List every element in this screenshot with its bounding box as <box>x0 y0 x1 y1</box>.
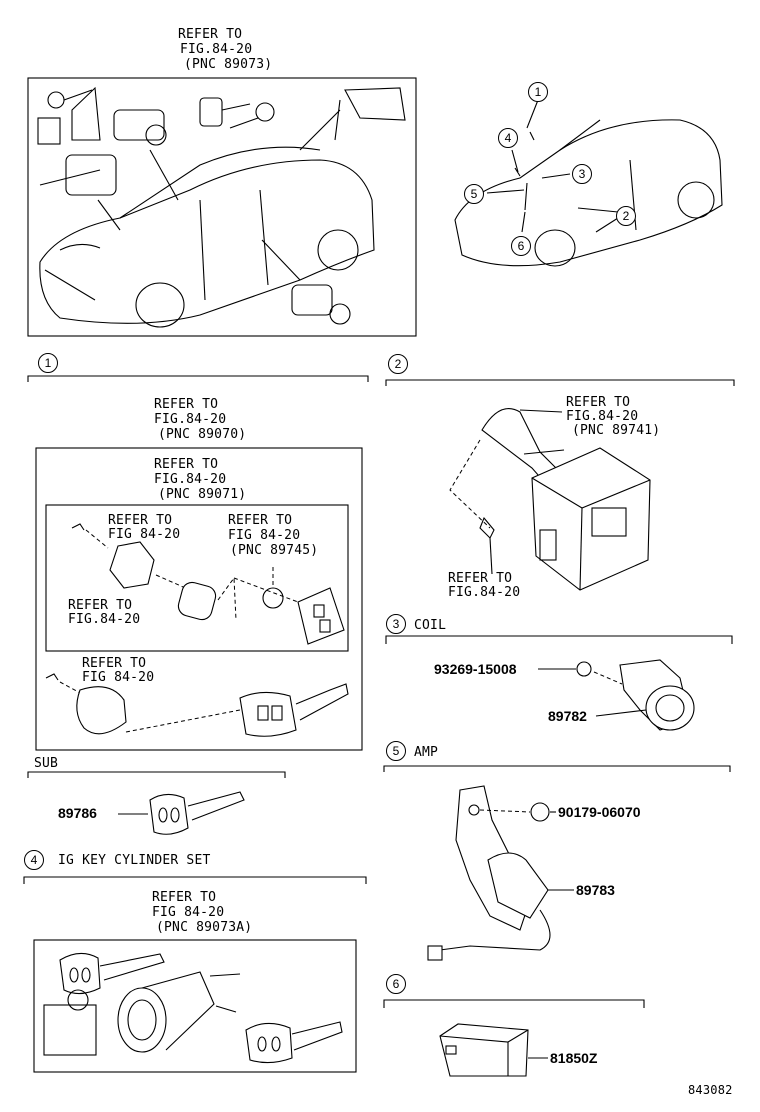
leader-2 <box>595 217 619 233</box>
callout-4[interactable]: 4 <box>498 128 518 148</box>
section5-parts <box>427 785 574 961</box>
section4-rule <box>23 876 367 884</box>
sub-rule <box>27 771 286 778</box>
section1-ref-b-3: (PNC 89745) <box>230 543 319 558</box>
section6-rule <box>383 999 645 1008</box>
section1-outer-box <box>35 447 363 751</box>
overview-car-illustration <box>39 146 375 328</box>
section1-outer-refer-2: FIG.84-20 <box>154 412 227 427</box>
section2-number: 2 <box>388 354 408 374</box>
section1-outer-refer-1: REFER TO <box>154 397 219 412</box>
section4-refer-1: REFER TO <box>152 890 217 905</box>
section3-part-93269-15008[interactable]: 93269-15008 <box>434 661 517 677</box>
overview-lock-parts <box>37 86 406 325</box>
sub-part-89786[interactable]: 89786 <box>58 805 97 821</box>
section1-ref-b-1: REFER TO <box>228 513 293 528</box>
section5-part-90179-06070[interactable]: 90179-06070 <box>558 804 641 820</box>
section1-inner-refer-2: FIG.84-20 <box>154 472 227 487</box>
section5-number: 5 <box>386 741 406 761</box>
section1-number: 1 <box>38 353 58 373</box>
section1-rule <box>27 375 369 382</box>
section1-ref-c-2: FIG.84-20 <box>68 612 141 627</box>
section1-inner-refer-1: REFER TO <box>154 457 219 472</box>
section2-rule <box>385 379 735 386</box>
callout-5[interactable]: 5 <box>464 184 484 204</box>
section3-number: 3 <box>386 614 406 634</box>
section3-title: COIL <box>414 618 447 633</box>
callout-2[interactable]: 2 <box>616 206 636 226</box>
diagram-code: 843082 <box>688 1083 733 1097</box>
callout-3[interactable]: 3 <box>572 164 592 184</box>
section1-ref-d-1: REFER TO <box>82 656 147 671</box>
section5-rule <box>383 765 731 772</box>
section1-ref-a-1: REFER TO <box>108 513 173 528</box>
overview-refer-line1: REFER TO <box>178 27 243 42</box>
locator-car-illustration <box>454 119 723 267</box>
section1-parts <box>45 523 349 737</box>
section4-number: 4 <box>24 850 44 870</box>
overview-frame <box>27 77 417 337</box>
section2-parts <box>449 408 651 591</box>
leader-5 <box>486 189 525 194</box>
callout-6[interactable]: 6 <box>511 236 531 256</box>
callout-1[interactable]: 1 <box>528 82 548 102</box>
section4-title: IG KEY CYLINDER SET <box>58 853 211 868</box>
section3-part-89782[interactable]: 89782 <box>548 708 587 724</box>
leader-6 <box>521 211 526 233</box>
sub-key-illustration <box>118 791 245 835</box>
section1-ref-a-2: FIG 84-20 <box>108 527 181 542</box>
section6-number: 6 <box>386 974 406 994</box>
section1-ref-c-1: REFER TO <box>68 598 133 613</box>
section4-box <box>33 939 357 1073</box>
leader-4 <box>511 149 519 173</box>
section1-ref-d-2: FIG 84-20 <box>82 670 155 685</box>
section1-inner-box <box>45 504 349 652</box>
section4-refer-3: (PNC 89073A) <box>156 920 253 935</box>
section2-refer-bottom-1: REFER TO <box>448 571 513 586</box>
section2-refer-top-1: REFER TO <box>566 395 631 410</box>
section4-refer-2: FIG 84-20 <box>152 905 225 920</box>
section1-outer-refer-3: (PNC 89070) <box>158 427 247 442</box>
section2-refer-top-2: FIG.84-20 <box>566 409 639 424</box>
overview-refer-line2: FIG.84-20 <box>180 42 253 57</box>
section1-inner-refer-3: (PNC 89071) <box>158 487 247 502</box>
sub-label: SUB <box>34 756 59 771</box>
section2-refer-bottom-2: FIG.84-20 <box>448 585 521 600</box>
leader-1 <box>526 99 539 129</box>
section6-part-81850Z[interactable]: 81850Z <box>550 1050 598 1066</box>
leader-sec2-top <box>523 449 565 455</box>
section5-title: AMP <box>414 745 439 760</box>
section2-refer-top-3: (PNC 89741) <box>572 423 661 438</box>
section6-part <box>439 1023 548 1077</box>
overview-refer-line3: (PNC 89073) <box>184 57 273 72</box>
section3-parts <box>538 659 695 731</box>
leader-3 <box>541 173 571 179</box>
section5-part-89783[interactable]: 89783 <box>576 882 615 898</box>
section1-ref-b-2: FIG 84-20 <box>228 528 301 543</box>
section3-rule <box>385 635 733 644</box>
section4-parts <box>43 952 343 1064</box>
